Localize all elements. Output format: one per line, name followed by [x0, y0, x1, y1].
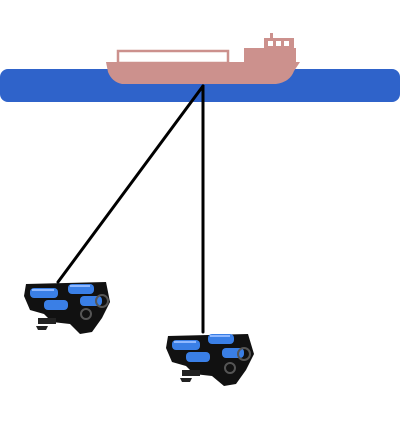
- rov-highlight: [32, 289, 54, 291]
- ship-window: [284, 41, 289, 46]
- rov-thruster-ring: [224, 362, 236, 374]
- rov-highlight: [174, 341, 196, 343]
- tether-left: [56, 84, 205, 284]
- rov-skid: [38, 318, 56, 324]
- ship-mast: [270, 33, 273, 39]
- rov-thruster: [186, 352, 210, 362]
- ship-window: [268, 41, 273, 46]
- rov-skid: [182, 370, 200, 376]
- ship-window: [276, 41, 281, 46]
- ship: [106, 33, 300, 84]
- ship-hull: [106, 62, 300, 84]
- rov-skid-foot: [180, 378, 192, 382]
- rov-skid-foot: [36, 326, 48, 330]
- tethers: [56, 84, 205, 334]
- ship-deckhouse: [244, 48, 296, 64]
- rov-highlight: [70, 285, 90, 287]
- rov-left: [24, 282, 110, 334]
- rov-thruster-ring: [95, 294, 109, 308]
- water-surface: [0, 69, 400, 102]
- ship-cargo-hold: [116, 49, 230, 65]
- rov-thruster: [44, 300, 68, 310]
- rov-thruster-ring: [80, 308, 92, 320]
- rov-highlight: [210, 335, 230, 337]
- rov-thruster-ring: [237, 347, 251, 361]
- rov-thruster: [80, 296, 102, 306]
- rov-right: [166, 334, 254, 386]
